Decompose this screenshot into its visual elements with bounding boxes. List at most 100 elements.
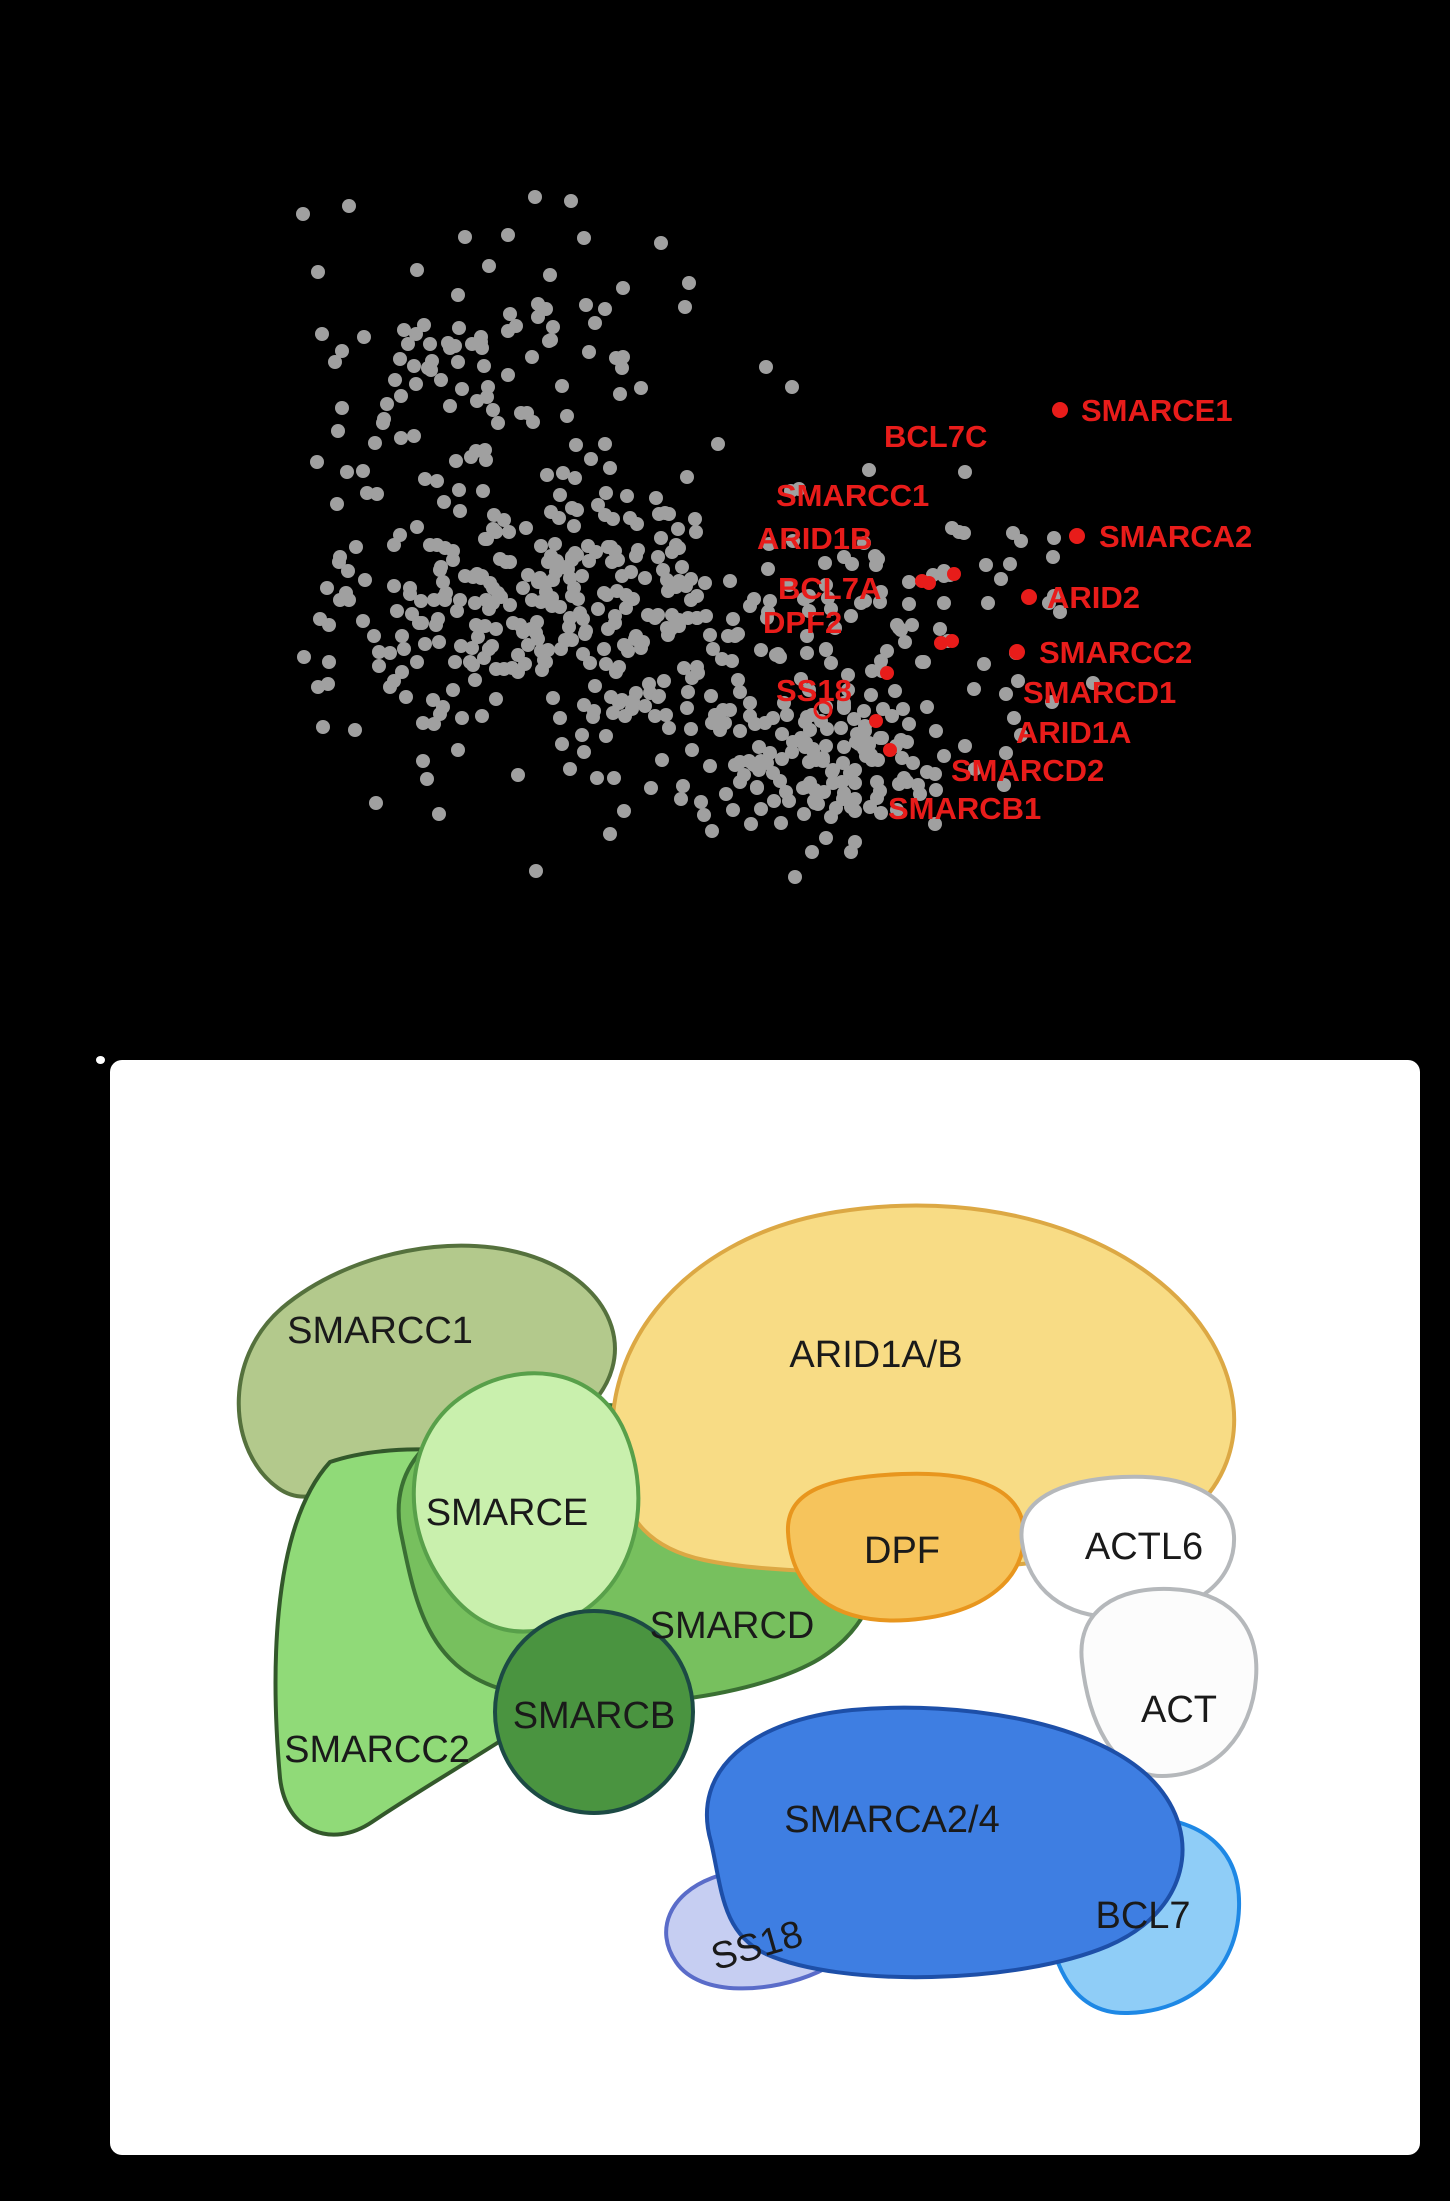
background-point [370,487,384,501]
highlight-point [1009,644,1025,660]
background-point [649,491,663,505]
background-point [1006,526,1020,540]
background-point [528,190,542,204]
background-point [395,629,409,643]
background-point [409,327,423,341]
background-point [896,702,910,716]
background-point [708,708,722,722]
background-point [800,629,814,643]
background-point [356,614,370,628]
background-point [539,302,553,316]
bcl7-label: BCL7 [1095,1895,1190,1937]
background-point [677,661,691,675]
background-point [394,389,408,403]
background-point [937,596,951,610]
smarcd-label: SMARCD [650,1605,815,1647]
background-point [452,483,466,497]
background-point [715,652,729,666]
background-point [341,564,355,578]
scatter-plot: SMARCE1BCL7CSMARCC1ARID1BBCL7ADPF2SS18SM… [296,190,1252,884]
background-point [446,544,460,558]
background-point [688,512,702,526]
background-point [377,412,391,426]
background-point [582,345,596,359]
background-point [857,536,871,550]
background-point [509,319,523,333]
background-point [763,594,777,608]
background-point [837,740,851,754]
background-point [618,709,632,723]
background-point [654,236,668,250]
background-point [750,780,764,794]
background-point [610,584,624,598]
background-point [994,572,1008,586]
background-point [503,598,517,612]
background-point [383,646,397,660]
background-point [546,573,560,587]
background-point [443,399,457,413]
background-point [534,539,548,553]
background-point [644,781,658,795]
baf-complex-panel: SMARCC1 ARID1A/B SMARCE DPF ACTL6 SMARCD… [110,1060,1420,2155]
background-point [568,471,582,485]
background-point [844,609,858,623]
background-point [438,593,452,607]
background-point [448,655,462,669]
background-point [744,817,758,831]
background-point [542,334,556,348]
background-point [638,571,652,585]
background-point [958,465,972,479]
background-point [570,503,584,517]
background-point [452,321,466,335]
background-point [474,571,488,585]
background-point [775,752,789,766]
background-point [387,579,401,593]
background-point [397,642,411,656]
background-point [802,604,816,618]
background-point [1086,676,1100,690]
background-point [828,621,842,635]
background-point [322,655,336,669]
background-point [403,587,417,601]
background-point [848,804,862,818]
background-point [571,592,585,606]
background-point [671,522,685,536]
background-point [713,723,727,737]
background-point [546,320,560,334]
gene-label-smarcd2: SMARCD2 [951,753,1104,788]
background-point [1011,674,1025,688]
baf-complex-diagram: SMARCC1 ARID1A/B SMARCE DPF ACTL6 SMARCD… [236,1203,1259,2016]
background-point [920,700,934,714]
background-point [684,572,698,586]
background-point [773,774,787,788]
highlight-open-point [813,700,833,720]
background-point [873,784,887,798]
background-point [703,628,717,642]
background-point [335,401,349,415]
background-point [1045,695,1059,709]
background-point [634,381,648,395]
highlight-point [869,714,883,728]
background-point [999,687,1013,701]
background-point [728,629,742,643]
background-point [958,739,972,753]
background-point [469,618,483,632]
highlight-point [947,567,961,581]
background-point [420,772,434,786]
background-point [432,807,446,821]
background-point [762,537,776,551]
background-point [767,794,781,808]
background-point [340,465,354,479]
background-point [516,581,530,595]
background-point [617,804,631,818]
background-point [630,517,644,531]
background-point [486,403,500,417]
background-point [417,318,431,332]
background-point [1046,550,1060,564]
background-point [553,488,567,502]
background-point [502,525,516,539]
background-point [818,556,832,570]
background-point [453,504,467,518]
background-point [917,655,931,669]
background-point [800,646,814,660]
